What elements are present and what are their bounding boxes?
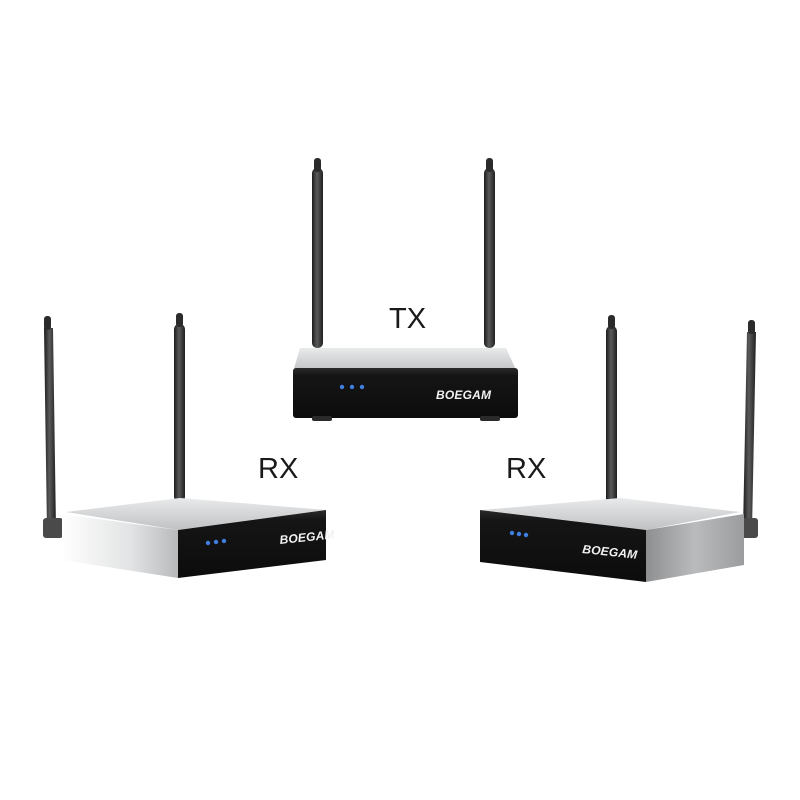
rx-left-antenna-right [174,313,185,502]
rx-right-front-panel [480,510,646,582]
tx-front-panel [293,368,518,418]
rx-right-housing-side [646,514,744,582]
tx-label: TX [389,303,426,335]
tx-antenna-left [312,158,323,348]
rx-right-antenna-right [740,320,758,538]
rx-left-housing-side [62,514,178,578]
rx-right-label: RX [506,453,546,485]
tx-foot [480,416,500,421]
tx-status-leds [339,384,365,390]
tx-brand-logo: BOEGAM [436,388,492,402]
tx-housing-top [293,348,517,372]
rx-right-status-leds [509,530,529,538]
rx-left-status-leds [205,538,227,546]
tx-device: BOEGAM [293,158,518,421]
rx-right-device: BOEGAM [480,315,758,582]
rx-left-housing-top [66,498,326,530]
tx-antenna-right [484,158,495,348]
rx-left-device: BOEGAM [43,313,336,578]
rx-right-housing-top [482,498,740,530]
rx-left-brand-logo: BOEGAM [279,527,336,547]
rx-left-antenna-left [43,316,63,538]
rx-left-label: RX [258,453,298,485]
rx-right-brand-logo: BOEGAM [582,542,639,562]
rx-right-antenna-left [606,315,617,506]
tx-foot [312,416,332,421]
rx-left-front-panel [178,510,326,578]
